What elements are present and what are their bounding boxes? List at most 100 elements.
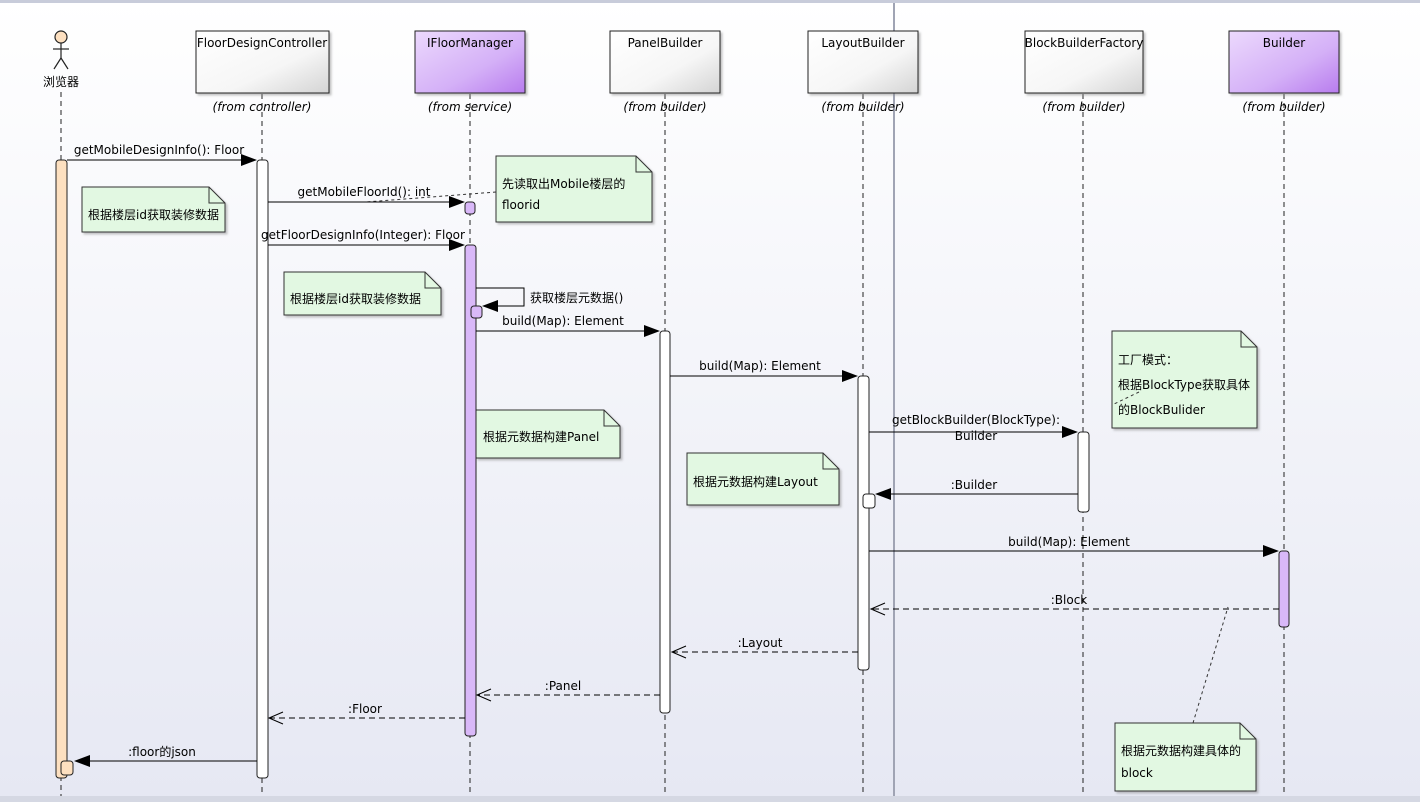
activations [55,159,1290,779]
message-m2[interactable]: getMobileFloorId(): int [268,185,465,208]
note-text: 根据元数据构建Layout [693,474,818,489]
note-corner [1239,723,1256,740]
note-text: 根据楼层id获取装修数据 [88,207,219,222]
actor-browser[interactable]: 浏览器 [43,30,79,89]
message-label: :Builder [951,478,998,492]
message-m9[interactable]: build(Map): Element [869,535,1279,557]
open-arrowhead [670,645,687,659]
note-3[interactable]: 根据楼层id获取装修数据 [283,271,442,316]
participant-box [807,30,919,94]
note-shape [495,155,653,223]
note-7[interactable]: 根据元数据构建具体的 block [1114,722,1257,792]
note-6-anchor [1111,391,1140,406]
message-label: 获取楼层元数据() [530,290,623,305]
activation-manager-self [470,305,483,319]
participant-box [195,30,330,94]
filled-arrowhead [875,488,891,500]
message-label: getMobileDesignInfo(): Floor [74,143,244,157]
message-m3[interactable]: getFloorDesignInfo(Integer): Floor [261,228,465,251]
note-5[interactable]: 根据元数据构建Layout [686,452,840,506]
message-label-continued: Builder [955,429,998,443]
participant-blockbuilderfactory[interactable]: BlockBuilderFactory (from builder) [1024,30,1144,114]
participant-box [1228,30,1340,94]
participant-name: BlockBuilderFactory [1025,36,1144,50]
activation-actor [55,159,68,779]
note-7-anchor [1192,606,1229,724]
note-shape [686,452,840,506]
message-m1[interactable]: getMobileDesignInfo(): Floor [67,143,257,166]
note-text: 根据楼层id获取装修数据 [290,291,421,306]
message-m5[interactable]: build(Map): Element [476,314,660,337]
participant-package: (from builder) [623,100,706,114]
participant-ifloormanager[interactable]: IFloorManager (from service) [414,30,526,114]
note-4[interactable]: 根据元数据构建Panel [475,409,621,459]
open-arrowhead [267,711,284,725]
message-m10[interactable]: :Block [869,593,1279,616]
self-message-line [476,287,525,307]
participant-floordesigncontroller[interactable]: FloorDesignController (from controller) [195,30,330,114]
message-m11[interactable]: :Layout [670,636,858,659]
participant-box [609,30,721,94]
message-m7[interactable]: getBlockBuilder(BlockType): Builder [869,413,1078,443]
participant-layoutbuilder[interactable]: LayoutBuilder (from builder) [807,30,919,114]
note-corner [208,187,225,204]
filled-arrowhead [1062,426,1078,438]
participant-name: FloorDesignController [197,36,327,50]
filled-arrowhead [449,239,465,251]
note-text: 根据元数据构建Panel [483,429,599,444]
filled-arrowhead [482,300,498,312]
message-label: getMobileFloorId(): int [298,185,431,199]
participant-package: (from controller) [213,100,312,114]
note-1[interactable]: 根据楼层id获取装修数据 [81,186,226,233]
participant-builder[interactable]: Builder (from builder) [1228,30,1340,114]
participant-package: (from service) [428,100,512,114]
message-m4[interactable]: 获取楼层元数据() [476,287,623,312]
note-shape [1114,722,1257,792]
message-m8[interactable]: :Builder [875,478,1078,500]
note-anchors [365,191,1229,724]
activation-panel [659,330,671,714]
note-shape [1111,330,1258,429]
filled-arrowhead [1263,545,1279,557]
filled-arrowhead [644,325,660,337]
top-border [0,0,1420,3]
activation-actor-return [60,760,74,776]
participant-box [414,30,526,94]
message-m6[interactable]: build(Map): Element [670,359,858,382]
message-label: :Floor [348,702,382,716]
note-corner [603,410,620,427]
activation-builder [1278,550,1290,628]
activation-factory [1077,431,1090,513]
activation-manager [464,244,477,737]
note-text: block [1121,766,1153,780]
message-m13[interactable]: :Floor [267,702,465,725]
participant-name: IFloorManager [427,36,513,50]
note-2[interactable]: 先读取出Mobile楼层的 floorid [495,155,653,223]
bottom-scrollbar-strip [0,796,1420,802]
activation-layout-return [862,493,876,509]
filled-arrowhead [842,370,858,382]
note-text: 工厂模式： [1118,353,1178,367]
note-2-anchor [365,191,497,203]
actor-label: 浏览器 [43,74,79,89]
participant-name: Builder [1263,36,1306,50]
note-text: floorid [502,198,540,212]
message-label: getFloorDesignInfo(Integer): Floor [261,228,465,242]
note-text: 根据元数据构建具体的 [1121,743,1241,758]
message-m14[interactable]: :floor的json [74,744,257,767]
participant-name: PanelBuilder [628,36,703,50]
open-arrowhead [869,602,886,616]
message-m12[interactable]: :Panel [475,679,660,702]
note-6[interactable]: 工厂模式： 根据BlockType获取具体 的BlockBulider [1111,330,1258,429]
note-corner [1240,331,1257,348]
note-text: 根据BlockType获取具体 [1118,378,1250,392]
open-arrowhead [475,688,492,702]
message-label: :floor的json [128,744,196,759]
participant-panelbuilder[interactable]: PanelBuilder (from builder) [609,30,721,114]
note-text: 先读取出Mobile楼层的 [502,176,625,191]
message-label: build(Map): Element [699,359,821,373]
participant-package: (from builder) [1042,100,1125,114]
participant-box [1024,30,1144,94]
note-shape [81,186,226,233]
note-corner [635,156,652,173]
